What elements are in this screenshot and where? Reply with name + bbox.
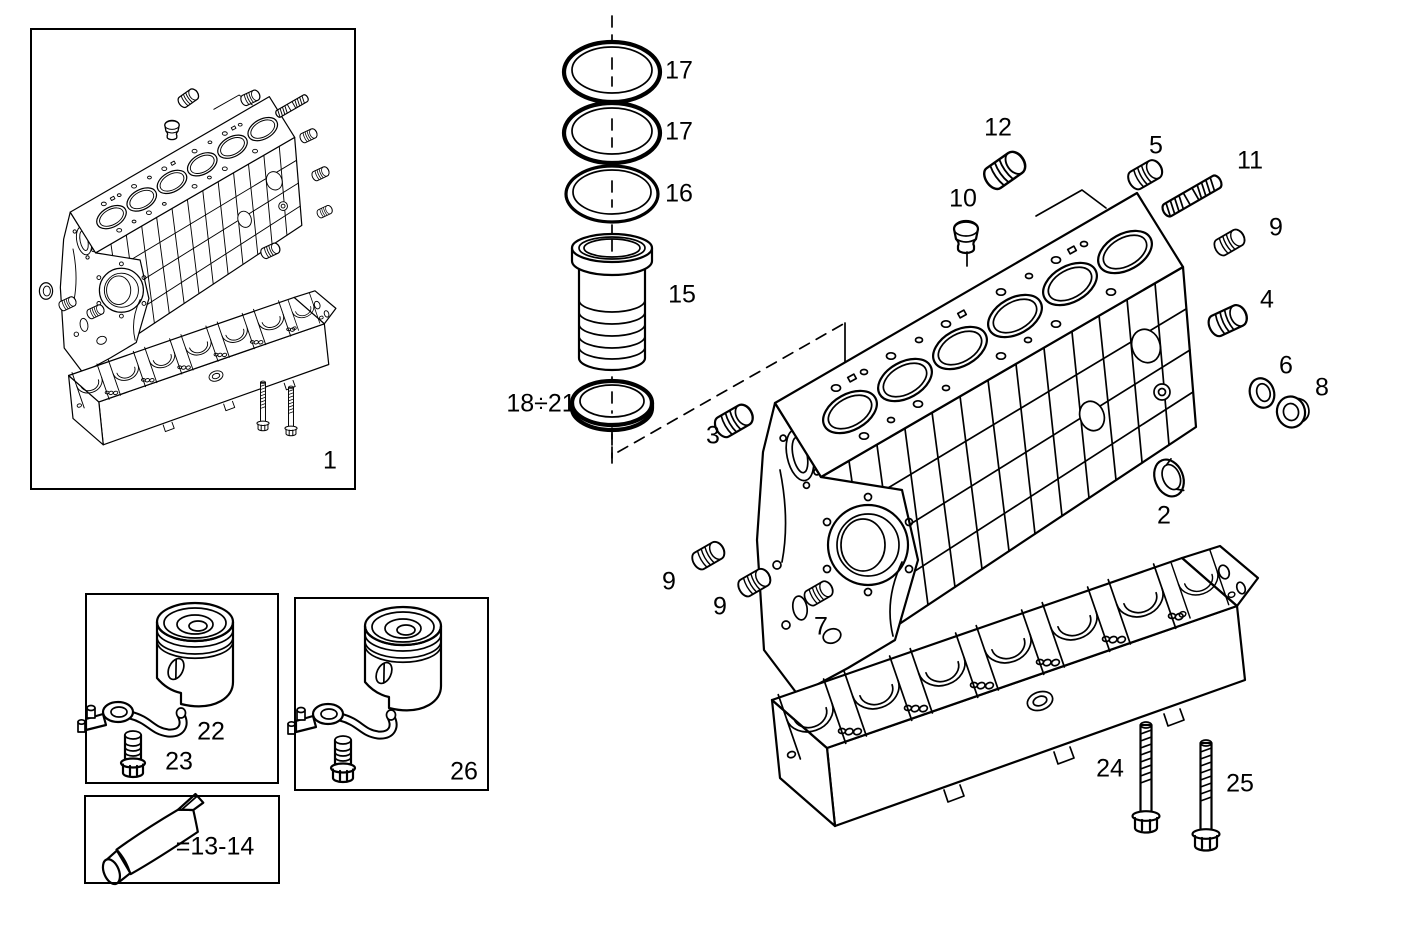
seal-ring-16	[564, 164, 660, 224]
plug-4	[1204, 301, 1252, 340]
callout-22[interactable]: 22	[197, 717, 225, 746]
plug-9-right	[1210, 226, 1249, 259]
callout-16[interactable]: 16	[665, 179, 693, 208]
liner-seal-ring-18-21	[569, 378, 655, 433]
callout-17-b[interactable]: 17	[665, 117, 693, 146]
bolt-24	[1131, 720, 1161, 834]
liner-ring-stack	[561, 15, 846, 464]
seal-ring-17-bottom	[561, 100, 663, 166]
callout-6[interactable]: 6	[1279, 351, 1293, 380]
box-piston-kit-26	[294, 597, 489, 791]
plug-9-a	[688, 538, 729, 573]
callout-11[interactable]: 11	[1237, 146, 1263, 175]
box-short-block	[30, 28, 356, 490]
plug-12	[979, 146, 1031, 194]
washer-6	[1244, 373, 1280, 413]
callout-7[interactable]: 7	[814, 612, 828, 641]
callout-9-a[interactable]: 9	[662, 567, 676, 596]
callout-3[interactable]: 3	[706, 421, 720, 450]
callout-17-a[interactable]: 17	[665, 56, 693, 85]
callout-25[interactable]: 25	[1226, 769, 1254, 798]
callout-5[interactable]: 5	[1149, 131, 1163, 160]
callout-13-14[interactable]: =13-14	[175, 832, 255, 861]
bolt-25	[1191, 738, 1221, 852]
callout-10[interactable]: 10	[949, 184, 977, 213]
screw-plug-8	[1272, 391, 1313, 432]
plug-5	[1124, 156, 1167, 193]
callout-18-21[interactable]: 18÷21	[506, 389, 576, 418]
callout-26[interactable]: 26	[450, 757, 478, 786]
stud-11	[1159, 172, 1225, 220]
cap-plug-10	[952, 219, 980, 255]
callout-24[interactable]: 24	[1096, 754, 1124, 783]
callout-9-right[interactable]: 9	[1269, 213, 1283, 242]
callout-12[interactable]: 12	[984, 113, 1012, 142]
callout-1[interactable]: 1	[323, 446, 337, 475]
liner-leader-dashed	[617, 322, 846, 453]
box-piston-kit-22	[85, 593, 279, 784]
box-sealant	[84, 795, 280, 884]
callout-15[interactable]: 15	[668, 280, 696, 309]
callout-4[interactable]: 4	[1260, 285, 1274, 314]
bush-2	[1147, 454, 1191, 502]
callout-23[interactable]: 23	[165, 747, 193, 776]
cylinder-liner-15	[570, 232, 654, 372]
seal-ring-17-top	[561, 39, 663, 105]
callout-9-b[interactable]: 9	[713, 592, 727, 621]
callout-2[interactable]: 2	[1157, 501, 1171, 530]
callout-8[interactable]: 8	[1315, 373, 1329, 402]
